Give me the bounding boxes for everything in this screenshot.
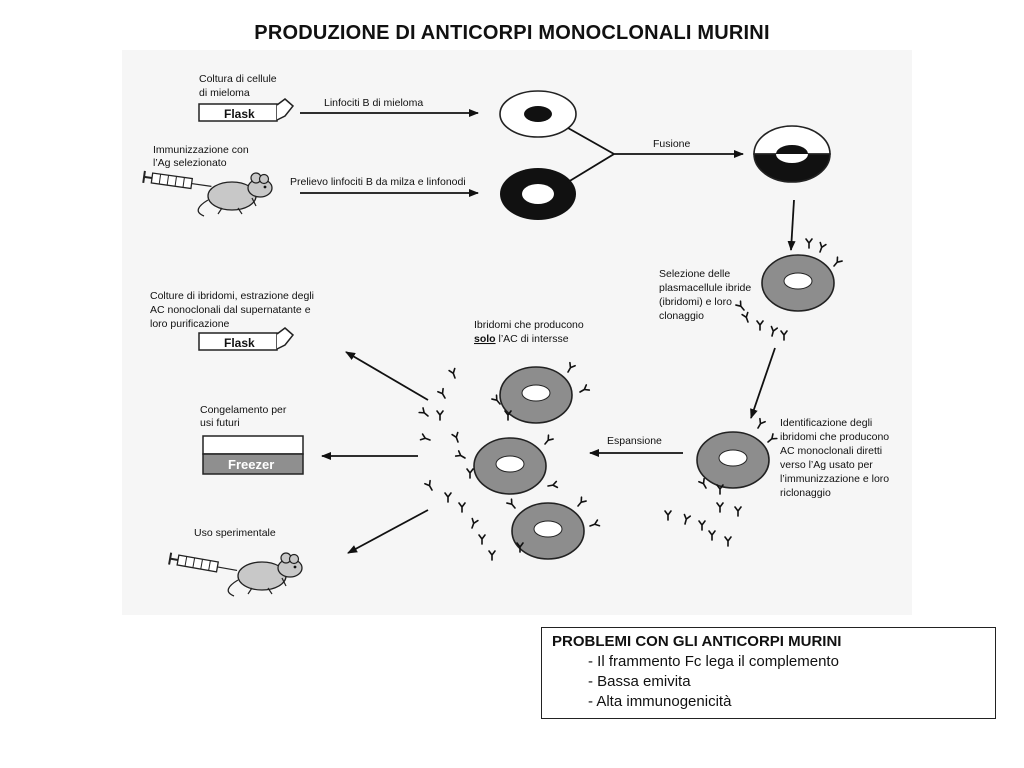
freezer-label: Freezer	[228, 457, 274, 472]
flask-label-purification: Flask	[224, 336, 255, 350]
ibridomi-label: Ibridomi che producono solo l’AC di inte…	[474, 319, 587, 345]
arrow-down-selection	[787, 199, 796, 251]
arrow-to-purification	[345, 351, 429, 401]
uso-label: Uso sperimentale	[194, 527, 276, 539]
prelievo-label: Prelievo linfociti B da milza e linfonod…	[290, 176, 466, 188]
identification-hybridoma	[696, 431, 770, 489]
flask-icon-purification: Flask	[198, 327, 295, 351]
fusione-label: Fusione	[653, 138, 691, 150]
problem-item: Il frammento Fc lega il complemento	[588, 652, 985, 672]
syringe-icon-experimental	[168, 551, 240, 578]
slide-title: PRODUZIONE DI ANTICORPI MONOCLONALI MURI…	[254, 22, 770, 44]
hybridoma-top	[499, 366, 573, 424]
flask-label: Flask	[224, 107, 255, 121]
b-lymphocyte-cell	[500, 168, 576, 220]
fusion-bracket	[567, 127, 650, 183]
identificazione-label: Identificazione degli ibridomi che produ…	[780, 417, 892, 499]
fused-cell	[753, 125, 831, 183]
hybridoma-middle	[473, 437, 547, 495]
problem-item: Bassa emivita	[588, 672, 985, 692]
mouse-icon	[197, 172, 273, 217]
flask-icon: Flask	[198, 98, 295, 122]
linfociti-mieloma-label: Linfociti B di mieloma	[324, 97, 423, 109]
hybridoma-bottom	[511, 502, 585, 560]
myeloma-cell	[499, 90, 577, 138]
problems-title: PROBLEMI CON GLI ANTICORPI MURINI	[552, 633, 842, 650]
problems-list: Il frammento Fc lega il complemento Bass…	[552, 652, 985, 712]
congelamento-label: Congelamento per usi futuri	[200, 404, 289, 429]
arrow-down-identification	[750, 347, 776, 419]
immunizzazione-label: Immunizzazione con l’Ag selezionato	[153, 144, 252, 169]
selezione-label: Selezione delle plasmacellule ibride (ib…	[659, 268, 754, 322]
problem-item: Alta immunogenicità	[588, 692, 985, 712]
arrow-to-experimental	[347, 509, 429, 554]
coltura-label: Coltura di cellule di mieloma	[199, 73, 280, 99]
freezer-icon: Freezer	[202, 435, 304, 475]
problems-box: PROBLEMI CON GLI ANTICORPI MURINI Il fra…	[541, 627, 996, 719]
mouse-icon-experimental	[227, 552, 303, 597]
syringe-icon	[142, 169, 214, 194]
colture-ibridomi-label: Colture di ibridomi, estrazione degli AC…	[150, 290, 317, 330]
espansione-label: Espansione	[607, 435, 662, 447]
selection-hybridoma	[761, 254, 835, 312]
